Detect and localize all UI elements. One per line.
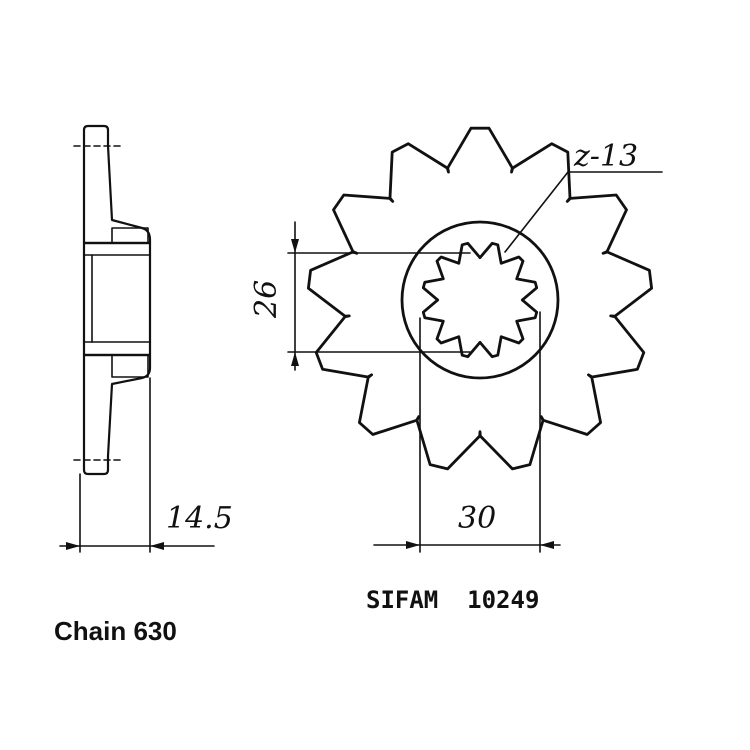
side-view-upper-section	[82, 124, 152, 245]
hub-dim-arrow-right	[540, 541, 554, 549]
side-view-hub-shoulder-bottom	[111, 354, 149, 378]
teeth-count-label: z-13	[573, 139, 638, 174]
hub-circle	[400, 220, 560, 380]
sprocket-outline	[307, 126, 653, 471]
spline-diameter-label: 26	[249, 280, 284, 319]
spline-dim-arrow-bottom	[291, 352, 299, 366]
front-view: 26 30 z-13	[249, 126, 663, 553]
width-label: 14.5	[166, 501, 233, 536]
chain-label: Chain 630	[54, 616, 177, 646]
side-view-lower-section	[82, 353, 152, 476]
hub-dim-arrow-left	[406, 541, 420, 549]
part-number-label: SIFAM 10249	[366, 586, 539, 614]
side-view-hub-shoulder-top	[111, 227, 149, 244]
spline-dim-arrow-top	[291, 239, 299, 253]
hub-diameter-label: 30	[458, 501, 496, 536]
spline-bore-outline	[421, 241, 539, 359]
width-arrow-right	[150, 542, 164, 550]
width-arrow-left	[66, 542, 80, 550]
side-view-bore	[82, 241, 152, 357]
teeth-leader-line	[504, 171, 569, 253]
side-view: 14.5	[59, 124, 233, 553]
